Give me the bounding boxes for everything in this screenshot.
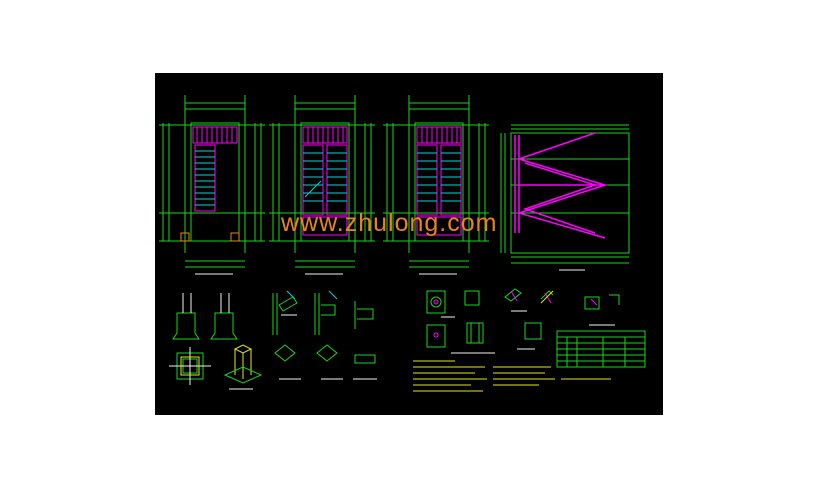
general-notes [413, 360, 611, 392]
cad-drawing-sheet: www.zhulong.com [155, 73, 663, 415]
watermark: www.zhulong.com [281, 209, 498, 237]
stair-plan-1 [159, 95, 265, 275]
section-details [426, 288, 646, 368]
cad-linework [159, 95, 646, 392]
stair-plan-3 [383, 95, 489, 275]
stair-section [500, 124, 630, 271]
connection-details [272, 290, 377, 380]
stair-plan-2 [269, 95, 375, 275]
base-details [169, 293, 263, 390]
